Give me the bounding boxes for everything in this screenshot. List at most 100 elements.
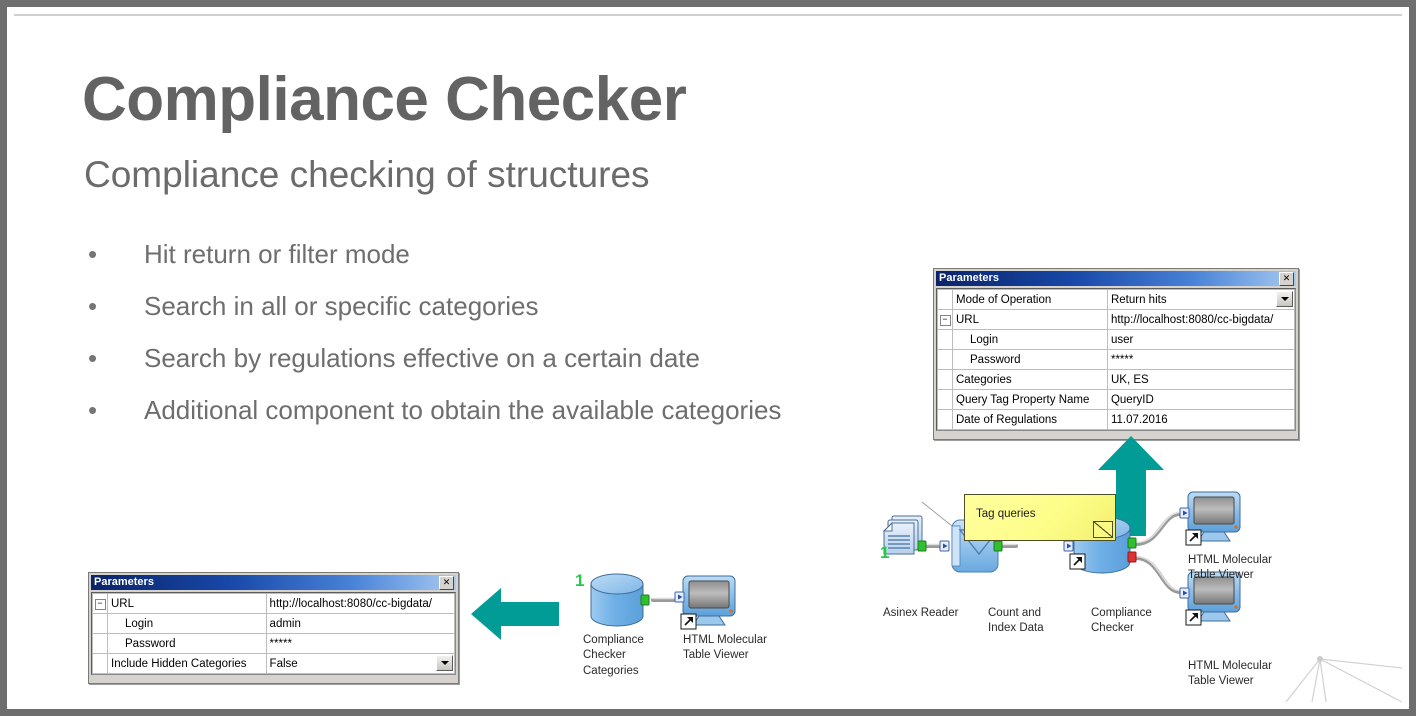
dropdown-button[interactable] (436, 655, 453, 671)
node-label-viewer-bottom-1: HTML Molecular (1188, 660, 1272, 672)
output-port-red (1127, 551, 1137, 563)
list-item: • Search in all or specific categories (82, 286, 822, 326)
param-value[interactable]: 11.07.2016 (1106, 409, 1296, 430)
database-cylinder-icon (590, 573, 644, 627)
param-key: Include Hidden Categories (107, 653, 267, 674)
param-value[interactable]: admin (265, 613, 456, 634)
bullet-marker-icon: • (88, 239, 98, 269)
param-key: URL (952, 309, 1108, 330)
table-row[interactable]: Query Tag Property Name QueryID (937, 389, 1296, 410)
row-expander-cell (92, 633, 108, 654)
param-key: URL (107, 593, 267, 614)
output-port-green (917, 540, 927, 552)
param-value[interactable]: user (1106, 329, 1296, 350)
param-value[interactable]: UK, ES (1106, 369, 1296, 390)
node-label-cc-categories-2: Checker (583, 649, 626, 661)
table-row[interactable]: − URL http://localhost:8080/cc-bigdata/ (937, 309, 1296, 330)
slide-canvas: Compliance Checker Compliance checking o… (14, 14, 1402, 702)
output-port-green (993, 540, 1003, 552)
bullet-marker-icon: • (88, 395, 98, 425)
table-row[interactable]: Password ***** (92, 633, 456, 654)
close-icon[interactable]: ✕ (439, 576, 454, 590)
param-value[interactable]: Return hits (1106, 289, 1296, 310)
dialog-footer (91, 675, 456, 681)
node-label-viewer-bottom-2: Table Viewer (1188, 675, 1254, 687)
open-view-badge-icon (680, 613, 697, 630)
list-item-label: Search in all or specific categories (144, 291, 539, 321)
node-label-viewer-2: Table Viewer (683, 649, 749, 661)
list-item: • Additional component to obtain the ava… (82, 390, 822, 430)
list-item: • Search by regulations effective on a c… (82, 338, 822, 378)
dialog-titlebar: Parameters ✕ (936, 271, 1296, 286)
bullet-marker-icon: • (88, 291, 98, 321)
node-label-viewer-top-1: HTML Molecular (1188, 554, 1272, 566)
table-row[interactable]: Password ***** (937, 349, 1296, 370)
parameters-table: − URL http://localhost:8080/cc-bigdata/ … (92, 593, 456, 674)
collapse-icon[interactable]: − (939, 315, 951, 326)
node-label-viewer-top-2: Table Viewer (1188, 569, 1254, 581)
table-row[interactable]: Mode of Operation Return hits (937, 289, 1296, 310)
param-value-text: Return hits (1110, 293, 1167, 306)
chevron-down-icon (1280, 297, 1289, 301)
table-row[interactable]: − URL http://localhost:8080/cc-bigdata/ (92, 593, 456, 614)
chevron-down-icon (440, 661, 449, 665)
param-value[interactable]: QueryID (1106, 389, 1296, 410)
param-value-text: False (269, 657, 298, 670)
parameters-grid: Mode of Operation Return hits − URL http… (936, 288, 1296, 431)
dropdown-button[interactable] (1276, 291, 1293, 307)
collapse-icon[interactable]: − (94, 599, 106, 610)
node-label-count-index-2: Index Data (988, 622, 1044, 634)
annotation-note: Tag queries (964, 494, 1116, 541)
list-item-label: Additional component to obtain the avail… (144, 395, 782, 425)
row-expander-cell (937, 289, 953, 310)
list-item: • Hit return or filter mode (82, 234, 822, 274)
file-stack-icon (882, 515, 923, 555)
row-expander-cell[interactable]: − (937, 309, 953, 330)
param-key: Query Tag Property Name (952, 389, 1108, 410)
close-icon[interactable]: ✕ (1279, 272, 1294, 286)
node-badge-count: 1 (575, 571, 585, 590)
param-key: Password (952, 349, 1108, 370)
dialog-footer (936, 431, 1296, 437)
param-value[interactable]: http://localhost:8080/cc-bigdata/ (265, 593, 456, 614)
param-value[interactable]: False (265, 653, 456, 674)
table-row[interactable]: Date of Regulations 11.07.2016 (937, 409, 1296, 430)
dialog-titlebar: Parameters ✕ (91, 575, 456, 590)
param-value[interactable]: ***** (265, 633, 456, 654)
row-expander-cell[interactable]: − (92, 593, 108, 614)
row-expander-cell (937, 389, 953, 410)
teal-up-arrow-icon (1098, 436, 1164, 536)
output-port-green (640, 594, 650, 606)
table-row[interactable]: Include Hidden Categories False (92, 653, 456, 674)
row-expander-cell (937, 409, 953, 430)
param-value[interactable]: ***** (1106, 349, 1296, 370)
workflow-small-graph (590, 573, 736, 630)
node-label-cc-categories-3: Categories (583, 665, 639, 677)
open-view-badge-icon (1069, 553, 1086, 570)
table-row[interactable]: Categories UK, ES (937, 369, 1296, 390)
bullet-marker-icon: • (88, 343, 98, 373)
table-row[interactable]: Login admin (92, 613, 456, 634)
note-fold-icon (1093, 521, 1113, 538)
row-expander-cell (937, 329, 953, 350)
node-label-compliance-1: Compliance (1091, 607, 1152, 619)
param-value[interactable]: http://localhost:8080/cc-bigdata/ (1106, 309, 1296, 330)
parameters-dialog-top[interactable]: Parameters ✕ Mode of Operation Return hi… (933, 268, 1299, 440)
monitor-icon (1187, 491, 1241, 542)
row-expander-cell (92, 653, 108, 674)
page-title: Compliance Checker (82, 65, 687, 134)
param-key: Mode of Operation (952, 289, 1108, 310)
open-view-badge-icon (1185, 529, 1202, 546)
param-key: Login (107, 613, 267, 634)
teal-left-arrow-icon (471, 588, 559, 640)
row-expander-cell (937, 349, 953, 370)
row-expander-cell (937, 369, 953, 390)
parameters-dialog-bottom[interactable]: Parameters ✕ − URL http://localhost:8080… (88, 572, 459, 684)
param-key: Date of Regulations (952, 409, 1108, 430)
table-row[interactable]: Login user (937, 329, 1296, 350)
dialog-title: Parameters (939, 272, 999, 284)
output-port-green (1127, 537, 1137, 549)
node-badge-count: 1 (880, 543, 890, 562)
param-key: Login (952, 329, 1108, 350)
